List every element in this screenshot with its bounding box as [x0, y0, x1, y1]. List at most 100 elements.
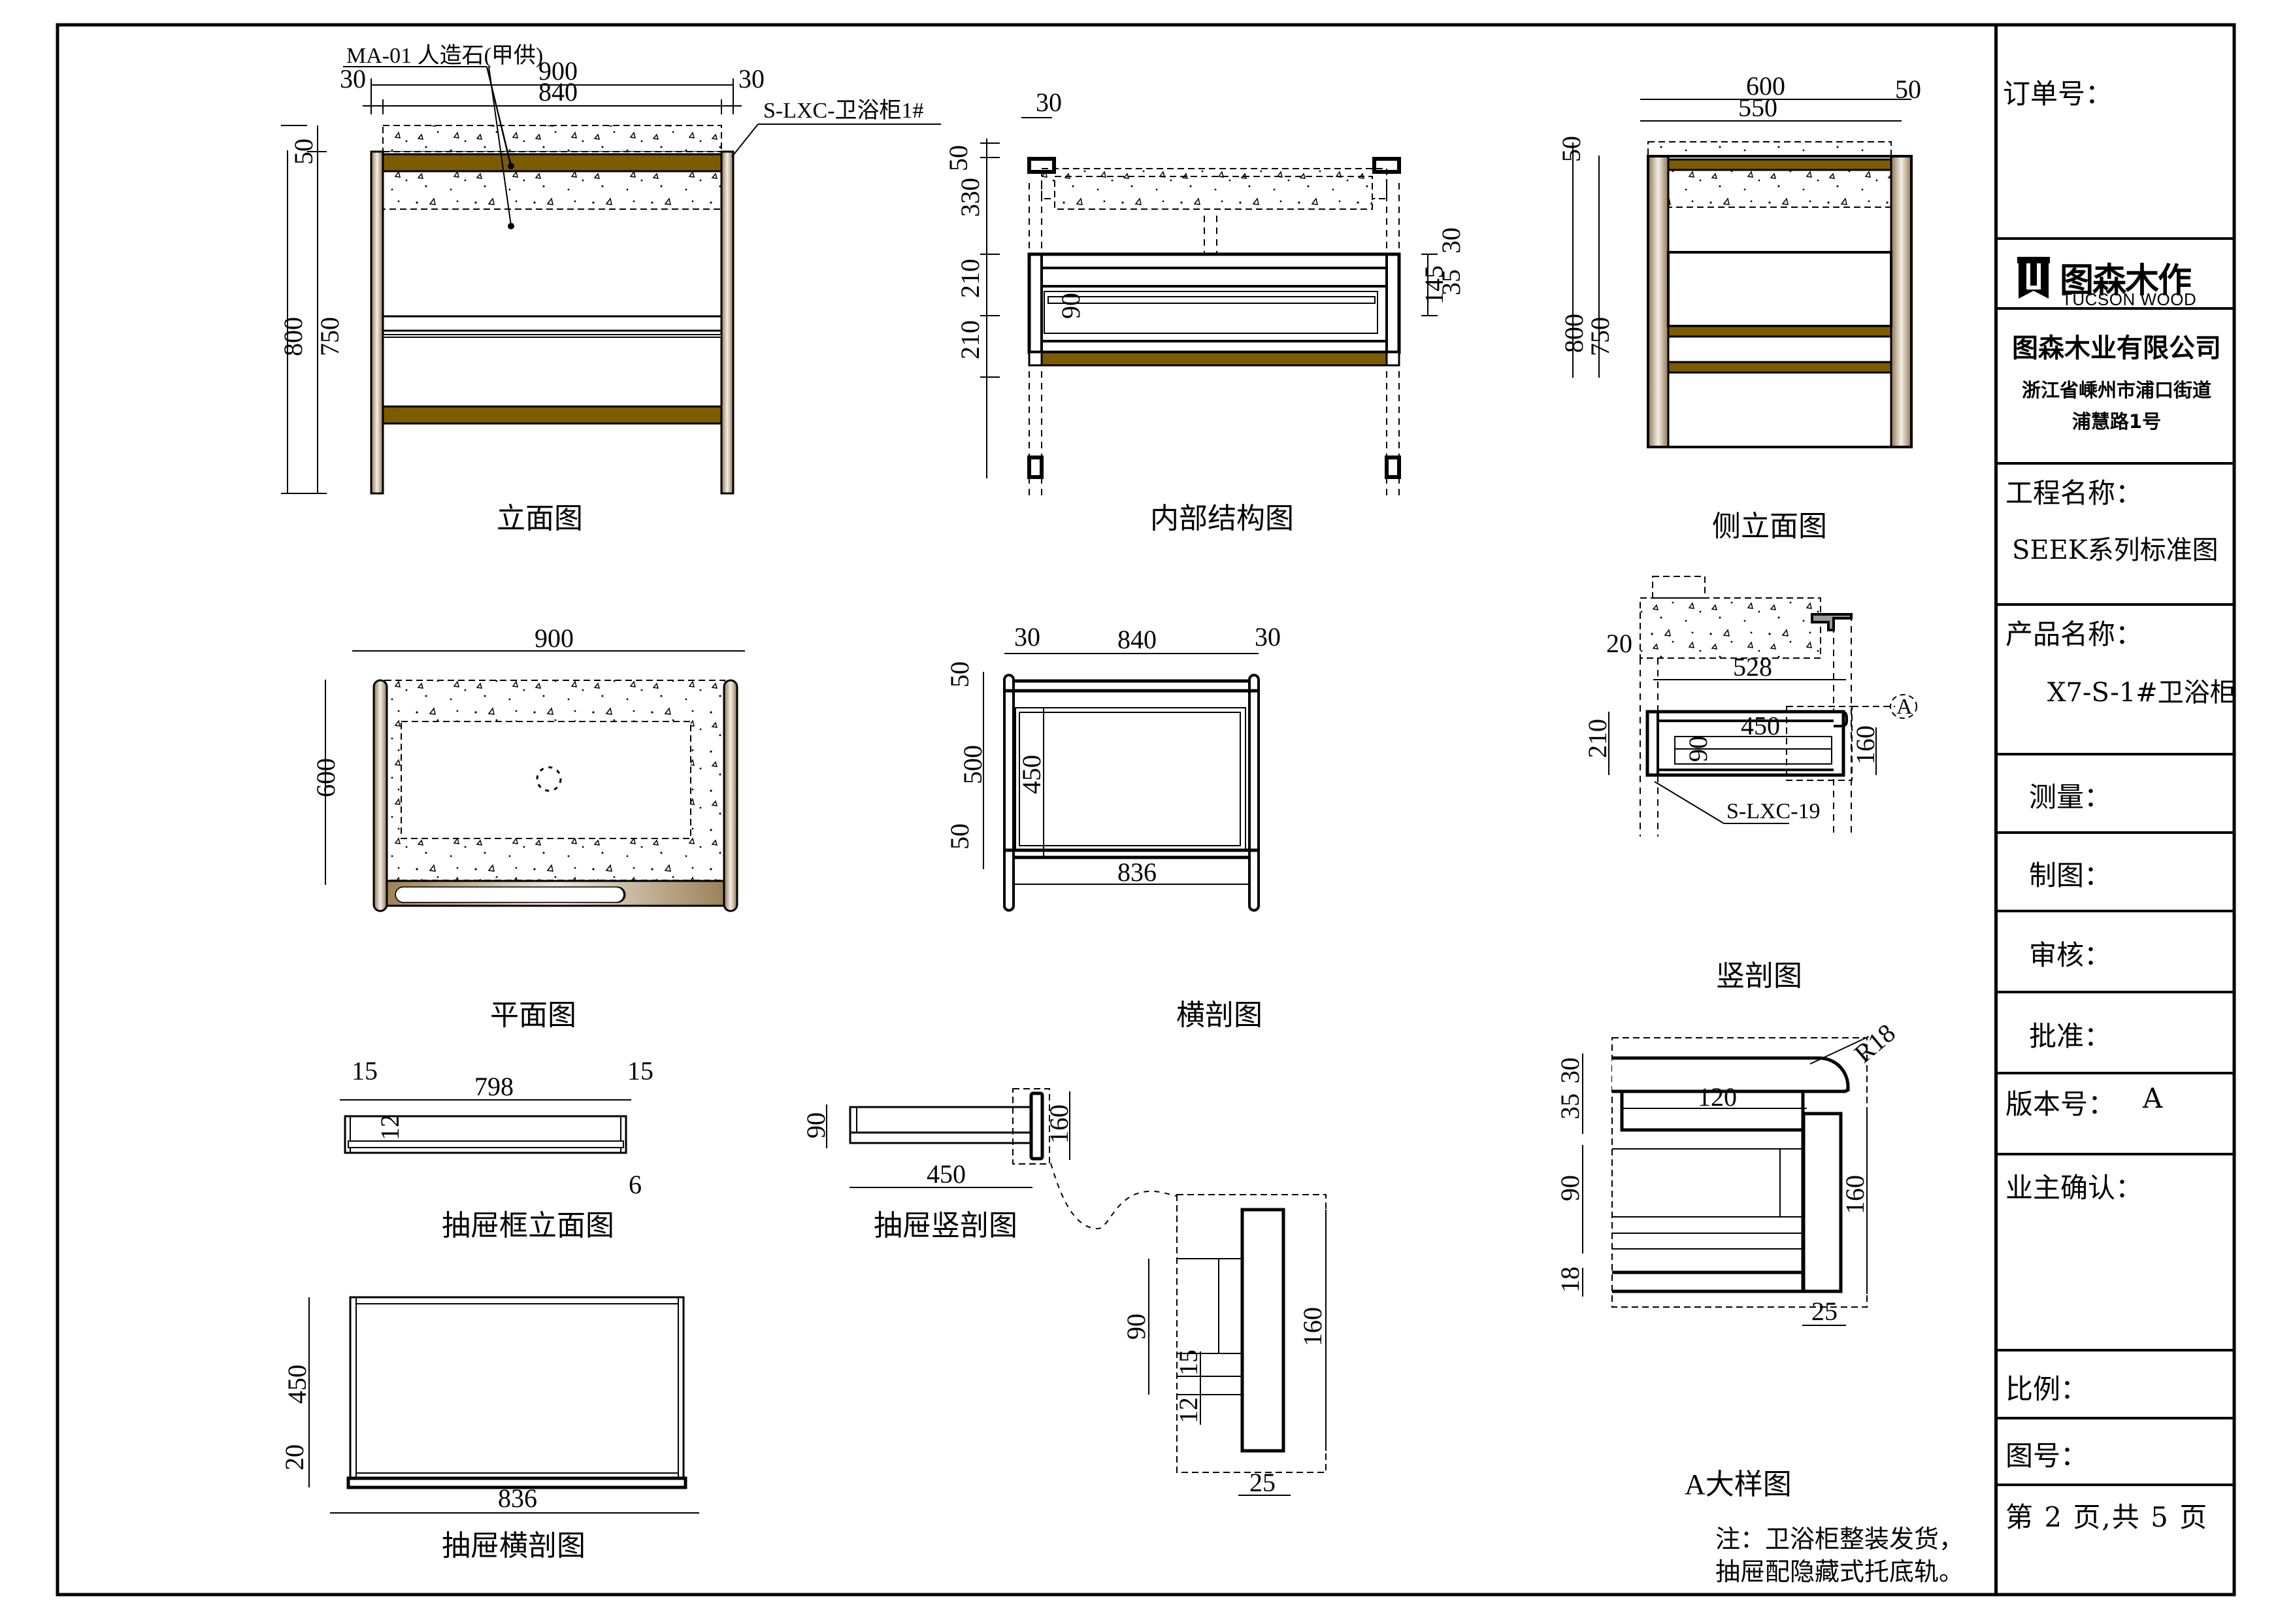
- dim-160: 160: [1298, 1307, 1327, 1346]
- owner-confirm-label: 业主确认：: [2005, 1172, 2143, 1204]
- dim-120: 120: [1698, 1082, 1737, 1112]
- project-value: SEEK系列标准图: [2012, 535, 2219, 565]
- company-logo: 图森木作 TUCSON WOOD: [2011, 257, 2226, 309]
- dim-90: 90: [1683, 736, 1713, 762]
- right-leg: [720, 150, 734, 495]
- dim-450: 450: [282, 1365, 312, 1404]
- dim-90: 90: [1056, 293, 1085, 319]
- drawn-cell: 制图：: [1998, 834, 2235, 912]
- dim-90: 90: [801, 1112, 831, 1138]
- view-detail-a: R18 30 35 120 90 18 160 25 A大样图: [1555, 1018, 1901, 1500]
- view-plan: 900 600 平面图: [311, 623, 745, 1031]
- scale-label: 比例：: [2005, 1373, 2088, 1405]
- company-address-1: 浙江省嵊州市浦口街道: [2021, 379, 2211, 401]
- dim-30-right: 30: [1255, 622, 1281, 652]
- dim-90: 90: [1121, 1314, 1151, 1340]
- dim-450: 450: [927, 1159, 966, 1189]
- dim-30: 30: [1555, 1057, 1585, 1084]
- dim-50-back: 50: [945, 823, 974, 850]
- version-cell: 版本号： A: [1998, 1074, 2235, 1155]
- dim-50-front: 50: [945, 661, 974, 688]
- dim-25: 25: [1811, 1297, 1838, 1326]
- logo-text-en: TUCSON WOOD: [2062, 290, 2197, 309]
- dim-836: 836: [498, 1483, 537, 1513]
- top-rail: [382, 153, 723, 173]
- view-vertical-section: 20 528 450 210 90 160 S-LXC-19 A 竖剖图: [1583, 576, 1917, 992]
- dim-798: 798: [474, 1072, 514, 1101]
- sheet-border: [56, 23, 2236, 1597]
- dim-50-top: 50: [1557, 136, 1586, 162]
- order-number-cell: 订单号：: [1998, 24, 2235, 240]
- dim-145: 145: [1419, 265, 1449, 305]
- dim-30: 30: [1036, 88, 1062, 117]
- scale-cell: 比例：: [1998, 1351, 2235, 1419]
- view-internal-structure: 30 50 330 210 210 90 145 30 35 内部结构图: [944, 88, 1466, 535]
- countertop-ghost: [382, 125, 722, 152]
- logo-text-cn: 图森木作: [2060, 261, 2192, 301]
- cabinet-callout: S-LXC-卫浴柜1#: [763, 99, 924, 123]
- dim-450: 450: [1741, 711, 1780, 740]
- survey-label: 测量：: [2029, 781, 2112, 813]
- product-value: X7-S-1#卫浴柜: [2047, 678, 2236, 708]
- order-number-label: 订单号：: [2003, 78, 2113, 110]
- dim-15-left: 15: [352, 1056, 378, 1085]
- note-line-1: 注：卫浴柜整装发货，: [1715, 1525, 1964, 1553]
- logo-mark-icon: [2017, 257, 2050, 299]
- dim-500: 500: [958, 745, 987, 784]
- dim-800: 800: [278, 317, 308, 356]
- company-address-2: 浦慧路1号: [2071, 410, 2162, 433]
- caption-drawer-cross-section: 抽屉横剖图: [442, 1530, 586, 1562]
- title-block: 订单号： 图森木作 TUCSON WOOD 图森木业有限公司 浙江省嵊州市浦口街…: [1994, 24, 2236, 1596]
- dim-90: 90: [1555, 1175, 1585, 1201]
- caption-drawer-vertical-section: 抽屉竖剖图: [874, 1210, 1017, 1242]
- hardware-callout: S-LXC-19: [1726, 799, 1821, 823]
- approve-label: 批准：: [2029, 1020, 2112, 1052]
- logo-cell: 图森木作 TUCSON WOOD: [1998, 240, 2235, 310]
- drawer-rail: [382, 315, 723, 332]
- detail-a-marker: A: [1896, 695, 1913, 719]
- review-cell: 审核：: [1998, 912, 2235, 993]
- dim-600: 600: [1746, 71, 1785, 101]
- dim-528: 528: [1733, 652, 1772, 682]
- dim-836: 836: [1117, 857, 1157, 887]
- view-front-elevation: MA-01 人造石(甲供) S-LXC-卫浴柜1# 900 840 30 30 …: [278, 43, 941, 535]
- bottom-rail: [382, 405, 723, 425]
- caption-elevation: 立面图: [497, 503, 583, 535]
- dim-160: 160: [1851, 725, 1880, 765]
- survey-cell: 测量：: [1998, 755, 2235, 834]
- view-drawer-cross-section: 450 20 836 抽屉横剖图: [280, 1296, 699, 1562]
- page-info: 第 2 页,共 5 页: [2005, 1501, 2209, 1533]
- drawn-label: 制图：: [2029, 859, 2112, 891]
- dim-r18: R18: [1849, 1018, 1901, 1069]
- dim-30-left: 30: [1014, 622, 1040, 652]
- dim-800: 800: [1559, 314, 1589, 353]
- dim-750: 750: [1585, 317, 1615, 356]
- shipping-note: 注：卫浴柜整装发货， 抽屉配隐藏式托底轨。: [1715, 1523, 1964, 1588]
- dim-6: 6: [629, 1170, 642, 1199]
- view-drawer-frame-elevation: 15 15 798 12 6 抽屉框立面图: [340, 1056, 653, 1242]
- dim-30-right: 30: [738, 64, 765, 93]
- dim-18: 18: [1555, 1267, 1585, 1293]
- dim-750: 750: [315, 317, 344, 356]
- note-line-2: 抽屉配隐藏式托底轨。: [1715, 1557, 1964, 1586]
- dim-160: 160: [1840, 1175, 1870, 1214]
- version-value: A: [2143, 1082, 2163, 1114]
- drawing-number-label: 图号：: [2005, 1440, 2088, 1472]
- approve-cell: 批准：: [1998, 993, 2235, 1074]
- caption-cross-section: 横剖图: [1176, 999, 1262, 1031]
- drawing-number-cell: 图号：: [1998, 1419, 2235, 1486]
- owner-confirm-cell: 业主确认：: [1998, 1155, 2235, 1351]
- dim-50-leg: 50: [1895, 75, 1921, 104]
- dim-840: 840: [1117, 625, 1157, 654]
- dim-25: 25: [1249, 1468, 1276, 1497]
- caption-side: 侧立面图: [1712, 510, 1827, 542]
- dim-12: 12: [375, 1114, 404, 1140]
- dim-30-gap: 30: [1436, 227, 1466, 254]
- page-cell: 第 2 页,共 5 页: [1998, 1486, 2235, 1596]
- dim-330: 330: [955, 178, 985, 217]
- left-leg: [370, 150, 384, 495]
- company-name: 图森木业有限公司: [2012, 333, 2221, 363]
- version-label: 版本号：: [2005, 1088, 2116, 1120]
- view-drawer-vertical-section: 90 450 160 抽屉竖剖图: [801, 1088, 1177, 1242]
